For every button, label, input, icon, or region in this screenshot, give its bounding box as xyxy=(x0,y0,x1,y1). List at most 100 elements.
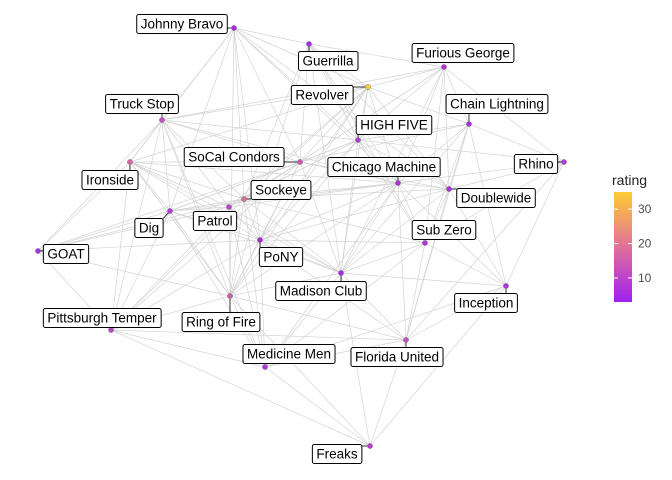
label-revolver: Revolver xyxy=(290,85,354,105)
label-text: SoCal Condors xyxy=(188,150,280,165)
edge-dig-ring-of-fire xyxy=(169,210,231,297)
edge-johnny-bravo-sockeye xyxy=(233,27,245,200)
edge-guerrilla-sub-zero xyxy=(308,43,426,244)
node-high-five[interactable] xyxy=(355,137,361,143)
edge-dig-medicine-men xyxy=(169,210,266,368)
label-box xyxy=(290,85,354,105)
node-socal-condors[interactable] xyxy=(297,159,303,165)
label-text: Furious George xyxy=(416,46,510,61)
edge-ring-of-fire-florida-united xyxy=(229,295,407,341)
label-text: Rhino xyxy=(518,157,553,172)
label-box xyxy=(311,444,363,464)
label-text: Inception xyxy=(459,296,514,311)
edge-guerrilla-sockeye xyxy=(243,43,310,200)
label-doublewide: Doublewide xyxy=(456,188,536,208)
node-chicago-machine[interactable] xyxy=(395,180,401,186)
edge-sockeye-pony xyxy=(243,198,261,241)
label-text: Medicine Men xyxy=(247,347,331,362)
node-inception[interactable] xyxy=(503,283,509,289)
edge-johnny-bravo-socal-condors xyxy=(233,27,301,163)
node-furious-george[interactable] xyxy=(441,64,447,70)
edge-furious-george-rhino xyxy=(443,66,565,163)
label-box xyxy=(513,154,559,174)
label-box xyxy=(456,188,536,208)
label-text: Guerrilla xyxy=(302,54,354,69)
label-box xyxy=(250,180,312,200)
node-goat[interactable] xyxy=(35,248,41,254)
node-rhino[interactable] xyxy=(561,159,567,165)
label-furious-george: Furious George xyxy=(411,43,515,63)
node-johnny-bravo[interactable] xyxy=(231,25,237,31)
label-box xyxy=(350,347,444,367)
edge-ironside-pony xyxy=(129,161,261,241)
node-pittsburgh-temper[interactable] xyxy=(108,327,114,333)
node-freaks[interactable] xyxy=(367,443,373,449)
node-ring-of-fire[interactable] xyxy=(227,293,233,299)
legend-title: rating xyxy=(612,172,647,188)
label-chain-lightning: Chain Lightning xyxy=(445,94,549,114)
edge-chicago-machine-patrol xyxy=(228,182,399,208)
node-dig[interactable] xyxy=(167,208,173,214)
node-guerrilla[interactable] xyxy=(306,41,312,47)
label-box xyxy=(42,308,162,328)
edge-rhino-florida-united xyxy=(405,161,565,341)
label-text: GOAT xyxy=(47,247,84,262)
edge-truck-stop-ironside xyxy=(129,119,163,163)
label-box xyxy=(454,293,518,313)
edge-rhino-inception xyxy=(505,161,565,287)
edge-revolver-chain-lightning xyxy=(367,86,470,125)
label-sockeye: Sockeye xyxy=(250,180,312,200)
label-freaks: Freaks xyxy=(311,444,363,464)
node-patrol[interactable] xyxy=(226,204,232,210)
label-text: Chain Lightning xyxy=(450,97,544,112)
node-chain-lightning[interactable] xyxy=(466,121,472,127)
edge-sub-zero-pony xyxy=(259,239,426,244)
edge-high-five-patrol xyxy=(228,139,359,208)
edge-johnny-bravo-pony xyxy=(233,27,261,241)
label-florida-united: Florida United xyxy=(350,347,444,367)
edge-johnny-bravo-dig xyxy=(169,27,235,212)
label-johnny-bravo: Johnny Bravo xyxy=(136,14,228,34)
edge-pittsburgh-temper-florida-united xyxy=(110,329,407,341)
label-socal-condors: SoCal Condors xyxy=(183,147,285,167)
edge-patrol-medicine-men xyxy=(228,206,266,368)
node-florida-united[interactable] xyxy=(403,337,409,343)
edge-patrol-dig xyxy=(169,206,230,212)
label-box xyxy=(411,220,477,240)
edge-sockeye-dig xyxy=(169,198,245,212)
edge-doublewide-pony xyxy=(259,188,450,241)
edge-guerrilla-furious-george xyxy=(308,43,445,68)
label-box xyxy=(134,218,164,238)
label-pony: PoNY xyxy=(258,247,304,267)
edge-sub-zero-madison-club xyxy=(340,242,426,274)
node-doublewide[interactable] xyxy=(446,186,452,192)
label-box xyxy=(445,94,549,114)
node-truck-stop[interactable] xyxy=(159,117,165,123)
label-ironside: Ironside xyxy=(81,170,139,190)
edge-guerrilla-madison-club xyxy=(308,43,342,274)
node-ironside[interactable] xyxy=(127,159,133,165)
label-text: Revolver xyxy=(295,88,349,103)
label-box xyxy=(297,51,359,71)
edge-furious-george-sub-zero xyxy=(424,66,445,244)
label-madison-club: Madison Club xyxy=(275,281,367,301)
edge-chicago-machine-ironside xyxy=(129,161,399,184)
label-box xyxy=(105,94,179,114)
node-madison-club[interactable] xyxy=(338,270,344,276)
edge-chicago-machine-ring-of-fire xyxy=(229,182,399,297)
edge-furious-george-socal-condors xyxy=(299,66,445,163)
node-revolver[interactable] xyxy=(365,84,371,90)
node-medicine-men[interactable] xyxy=(262,364,268,370)
node-pony[interactable] xyxy=(257,237,263,243)
label-high-five: HIGH FIVE xyxy=(355,115,433,135)
label-text: Ironside xyxy=(86,173,134,188)
edge-socal-condors-goat xyxy=(37,161,301,252)
label-goat: GOAT xyxy=(42,244,90,264)
legend-tick-label: 30 xyxy=(638,202,652,216)
node-sockeye[interactable] xyxy=(241,196,247,202)
label-truck-stop: Truck Stop xyxy=(105,94,179,114)
node-sub-zero[interactable] xyxy=(422,240,428,246)
